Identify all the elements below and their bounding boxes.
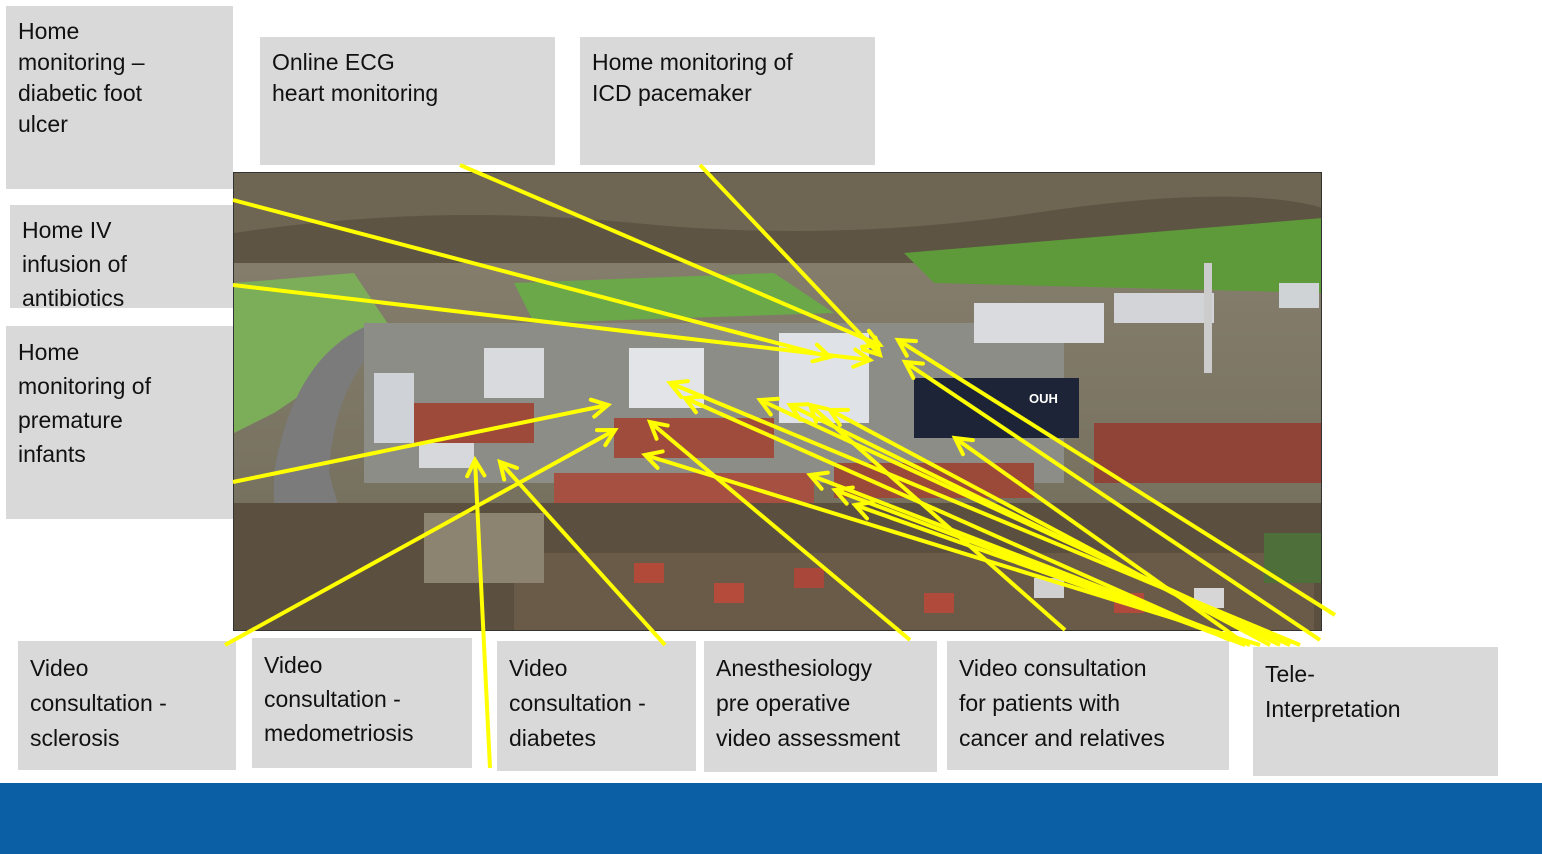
hospital-aerial-photo: OUH — [233, 172, 1322, 631]
label-video-consultation-sclerosis: Video consultation - sclerosis — [18, 641, 236, 770]
label-video-consultation-medometriosis: Video consultation - medometriosis — [252, 638, 472, 768]
label-video-consultation-cancer-relatives: Video consultation for patients with can… — [947, 641, 1229, 770]
label-home-monitoring-premature-infants: Home monitoring of premature infants — [6, 326, 233, 519]
label-tele-interpretation: Tele- Interpretation — [1253, 647, 1498, 776]
label-video-consultation-diabetes: Video consultation - diabetes — [497, 641, 696, 771]
label-anesthesiology-pre-operative-video-assessment: Anesthesiology pre operative video asses… — [704, 641, 937, 772]
ouh-sign-text: OUH — [1029, 391, 1058, 406]
label-home-monitoring-icd-pacemaker: Home monitoring of ICD pacemaker — [580, 37, 875, 165]
footer-bar — [0, 783, 1542, 854]
label-home-iv-antibiotics: Home IV infusion of antibiotics — [10, 205, 233, 311]
label-home-monitoring-diabetic-foot-ulcer: Home monitoring – diabetic foot ulcer — [6, 6, 233, 189]
label-online-ecg-heart-monitoring: Online ECG heart monitoring — [260, 37, 555, 165]
aerial-photo-illustration: OUH — [234, 173, 1321, 630]
